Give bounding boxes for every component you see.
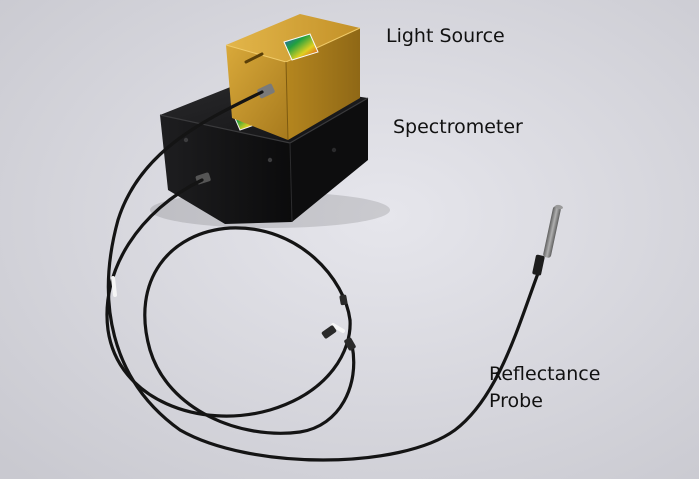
fiber-cables bbox=[105, 90, 542, 462]
light-source-label: Light Source bbox=[386, 25, 505, 47]
fiber-junction bbox=[321, 294, 356, 351]
reflectance-probe bbox=[532, 204, 563, 276]
reflectance-probe-label-line2: Probe bbox=[489, 390, 543, 412]
spectrometer-label: Spectrometer bbox=[393, 116, 523, 138]
reflectance-probe-label-line1: Reflectance bbox=[489, 363, 601, 385]
light-source-device bbox=[225, 14, 361, 141]
